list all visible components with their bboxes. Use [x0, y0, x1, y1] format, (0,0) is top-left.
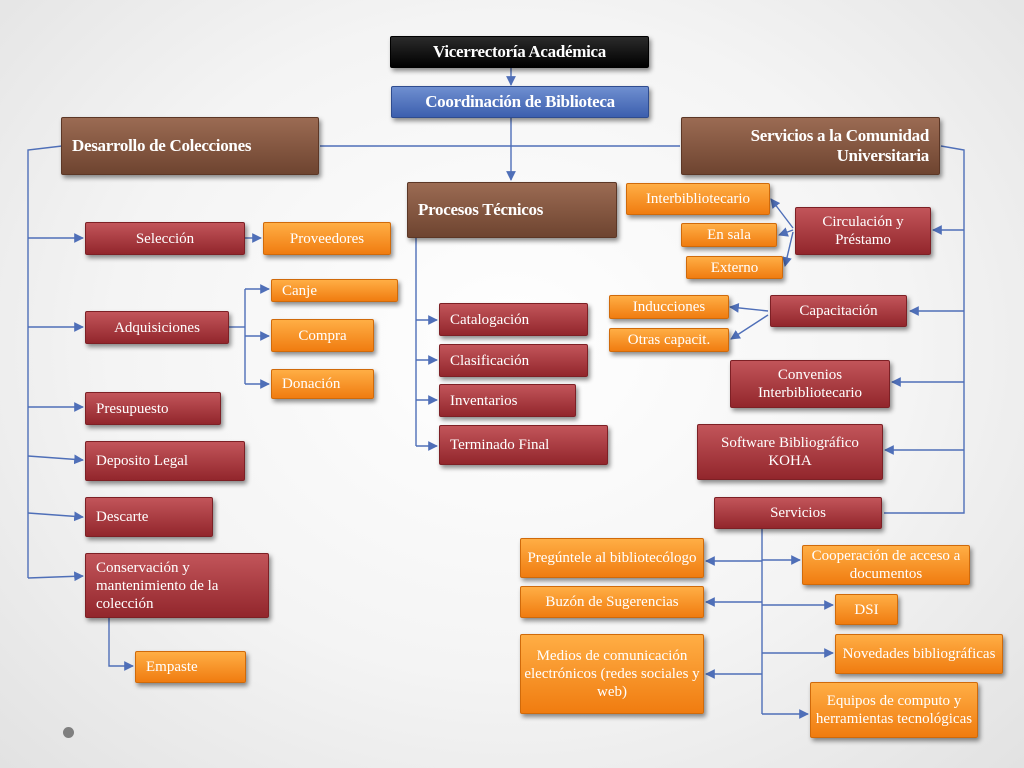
desarrollo-colecciones-box: Desarrollo de Colecciones	[61, 117, 319, 175]
circulacion-prestamo-box: Circulación y Préstamo	[795, 207, 931, 255]
proveedores-box: Proveedores	[263, 222, 391, 255]
conservacion-box: Conservación y mantenimiento de la colec…	[85, 553, 269, 618]
catalogacion-box: Catalogación	[439, 303, 588, 336]
procesos-tecnicos-box: Procesos Técnicos	[407, 182, 617, 238]
seleccion-box: Selección	[85, 222, 245, 255]
interbibliotecario-box: Interbibliotecario	[626, 183, 770, 215]
empaste-box: Empaste	[135, 651, 246, 683]
terminado-final-box: Terminado Final	[439, 425, 608, 465]
servicios-comunidad-box: Servicios a la Comunidad Universitaria	[681, 117, 940, 175]
deposito-legal-box: Deposito Legal	[85, 441, 245, 481]
otras-capacitaciones-box: Otras capacit.	[609, 328, 729, 352]
inventarios-box: Inventarios	[439, 384, 576, 417]
servicios-box: Servicios	[714, 497, 882, 529]
vicerrectoria-box: Vicerrectoría Académica	[390, 36, 649, 68]
en-sala-box: En sala	[681, 223, 777, 247]
adquisiciones-box: Adquisiciones	[85, 311, 229, 344]
buzon-sugerencias-box: Buzón de Sugerencias	[520, 586, 704, 618]
novedades-box: Novedades bibliográficas	[835, 634, 1003, 674]
equipos-computo-box: Equipos de computo y herramientas tecnol…	[810, 682, 978, 738]
inducciones-box: Inducciones	[609, 295, 729, 319]
capacitacion-box: Capacitación	[770, 295, 907, 327]
canje-box: Canje	[271, 279, 398, 302]
coordinacion-box: Coordinación de Biblioteca	[391, 86, 649, 118]
descarte-box: Descarte	[85, 497, 213, 537]
presupuesto-box: Presupuesto	[85, 392, 221, 425]
software-koha-box: Software Bibliográfico KOHA	[697, 424, 883, 480]
convenios-box: Convenios Interbibliotecario	[730, 360, 890, 408]
cooperacion-box: Cooperación de acceso a documentos	[802, 545, 970, 585]
compra-box: Compra	[271, 319, 374, 352]
externo-box: Externo	[686, 256, 783, 279]
slide-bullet-dot	[63, 727, 74, 738]
dsi-box: DSI	[835, 594, 898, 625]
preguntele-box: Pregúntele al bibliotecólogo	[520, 538, 704, 578]
donacion-box: Donación	[271, 369, 374, 399]
clasificacion-box: Clasificación	[439, 344, 588, 377]
medios-comunicacion-box: Medios de comunicación electrónicos (red…	[520, 634, 704, 714]
